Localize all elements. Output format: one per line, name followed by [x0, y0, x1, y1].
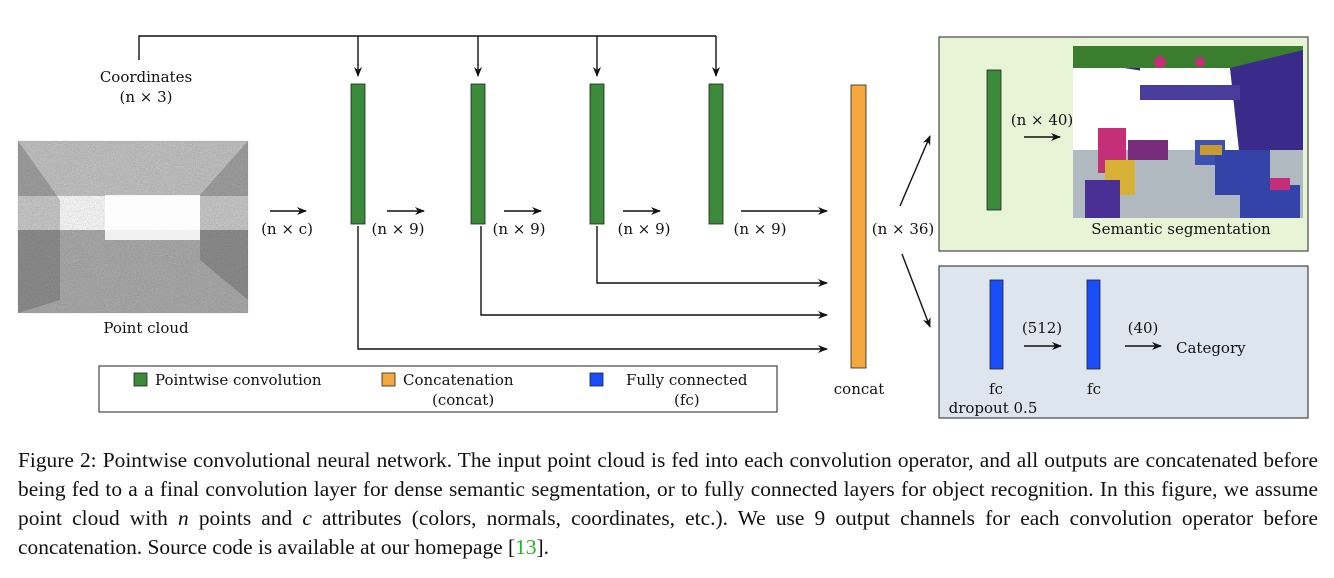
legend-fc-swatch — [589, 372, 604, 387]
caption-text-2: points and — [198, 506, 293, 530]
caption-var-c: c — [302, 506, 312, 530]
segmentation-conv-bar — [986, 69, 1002, 211]
pointwise-cnn-diagram: Point cloud Coordinates (n × 3) (n × c) … — [17, 35, 1309, 419]
pointwise-conv-bar-4 — [708, 83, 724, 225]
pointwise-conv-bar-2 — [470, 83, 486, 225]
fc2-dim-label: (40) — [1128, 319, 1159, 337]
fc2-label: fc — [1087, 380, 1101, 398]
coordinates-dim: (n × 3) — [119, 88, 172, 106]
fc1-label: fc — [989, 380, 1003, 398]
conv4-dim-label: (n × 9) — [733, 220, 786, 238]
segmentation-label: Semantic segmentation — [1091, 220, 1271, 238]
legend-concat-abbrev: (concat) — [432, 391, 494, 409]
concat-bar — [850, 84, 867, 369]
skip-connections — [357, 226, 828, 353]
legend-box — [98, 365, 778, 413]
concat-label: concat — [834, 380, 884, 398]
pointwise-conv-bar-3 — [589, 83, 605, 225]
legend-fc-label: Fully connected — [626, 371, 748, 389]
caption-label: Figure 2: — [18, 448, 97, 472]
legend-pointwise-label: Pointwise convolution — [155, 371, 322, 389]
figure-caption: Figure 2: Pointwise convolutional neural… — [18, 446, 1318, 562]
dropout-label: dropout 0.5 — [949, 399, 1038, 417]
conv3-dim-label: (n × 9) — [617, 220, 670, 238]
segmentation-result-image — [1073, 46, 1303, 218]
fc1-dim-label: (512) — [1022, 319, 1062, 337]
fc-bar-1 — [989, 279, 1004, 370]
fc-bar-2 — [1086, 279, 1101, 370]
caption-text-1: Pointwise convolutional neural network. … — [18, 448, 1318, 530]
caption-text-3: attributes (colors, normals, coordinates… — [18, 506, 1318, 559]
coordinates-connector — [138, 35, 720, 77]
legend-concat-label: Concatenation — [403, 371, 514, 389]
pointwise-conv-bar-1 — [350, 83, 366, 225]
caption-text-4: ]. — [536, 535, 549, 559]
conv2-dim-label: (n × 9) — [492, 220, 545, 238]
coordinates-label: Coordinates — [100, 68, 192, 86]
conv1-dim-label: (n × 9) — [371, 220, 424, 238]
caption-var-n: n — [178, 506, 189, 530]
input-dim-label: (n × c) — [261, 220, 313, 238]
point-cloud-label: Point cloud — [103, 319, 189, 337]
point-cloud-image — [17, 140, 249, 314]
branch-arrows — [899, 135, 931, 328]
legend-fc-abbrev: (fc) — [674, 391, 700, 409]
citation-link[interactable]: 13 — [515, 535, 537, 559]
concat-dim-label: (n × 36) — [872, 220, 935, 238]
legend-concat-swatch — [381, 372, 396, 387]
segmentation-dim-label: (n × 40) — [1011, 111, 1074, 129]
legend-pointwise-swatch — [133, 372, 148, 387]
category-label: Category — [1176, 339, 1246, 357]
